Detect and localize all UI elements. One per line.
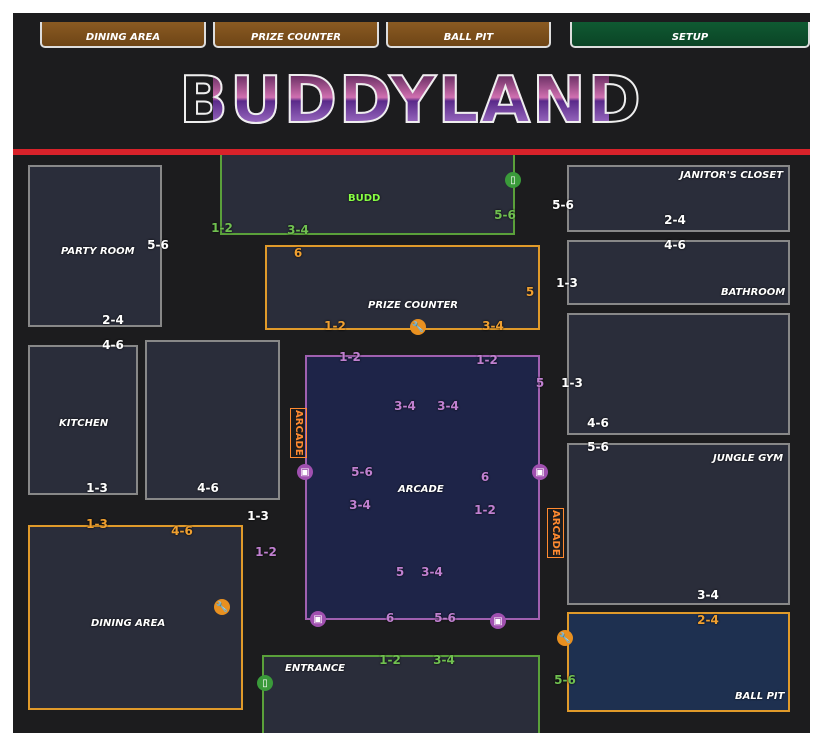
door-badge: 1-2 xyxy=(379,653,401,667)
door-badge: 1-2 xyxy=(211,221,233,235)
door-badge: 3-4 xyxy=(482,319,504,333)
room-kitchen[interactable] xyxy=(28,345,138,495)
door-badge: 1-3 xyxy=(86,481,108,495)
door-badge: 5-6 xyxy=(552,198,574,212)
door-badge: 1-2 xyxy=(476,353,498,367)
door-badge: 4-6 xyxy=(171,524,193,538)
door-badge: 1-2 xyxy=(474,503,496,517)
door-icon: ▯ xyxy=(257,675,273,691)
tab-ball-pit[interactable]: BALL PIT xyxy=(386,22,551,48)
logo: BUDDYLAND xyxy=(178,63,643,139)
door-badge: 5-6 xyxy=(494,208,516,222)
door-badge: 1-3 xyxy=(556,276,578,290)
wrench-icon: 🔧 xyxy=(214,599,230,615)
door-badge: 1-3 xyxy=(561,376,583,390)
room-jungle-gym[interactable] xyxy=(567,443,790,605)
neon-sign: BUDD xyxy=(348,193,381,204)
room-side-room[interactable] xyxy=(567,313,790,435)
door-badge: 5-6 xyxy=(434,611,456,625)
arcade-cabinet-icon: ▣ xyxy=(310,611,326,627)
door-icon: ▯ xyxy=(505,172,521,188)
door-badge: 1-2 xyxy=(339,350,361,364)
door-badge: 6 xyxy=(480,470,490,484)
arcade-cabinet-icon: ▣ xyxy=(297,464,313,480)
door-badge: 2-4 xyxy=(102,313,124,327)
wrench-icon: 🔧 xyxy=(410,319,426,335)
door-badge: 4-6 xyxy=(197,481,219,495)
room-bathroom[interactable] xyxy=(567,240,790,305)
door-badge: 1-2 xyxy=(324,319,346,333)
room-label: DINING AREA xyxy=(91,618,166,629)
room-label: BALL PIT xyxy=(735,691,785,702)
room-label: JANITOR'S CLOSET xyxy=(680,170,784,181)
game-board: DINING AREA PRIZE COUNTER BALL PIT SETUP… xyxy=(13,13,810,733)
door-badge: 3-4 xyxy=(394,399,416,413)
door-badge: 1-3 xyxy=(86,517,108,531)
room-prize-counter[interactable] xyxy=(265,245,540,330)
door-badge: 5-6 xyxy=(554,673,576,687)
door-badge: 3-4 xyxy=(697,588,719,602)
room-top-corridor[interactable] xyxy=(220,155,515,235)
door-badge: 3-4 xyxy=(437,399,459,413)
room-ball-pit[interactable] xyxy=(567,612,790,712)
door-badge: 2-4 xyxy=(697,613,719,627)
tab-setup[interactable]: SETUP xyxy=(570,22,810,48)
door-badge: 1-3 xyxy=(247,509,269,523)
door-badge: 3-4 xyxy=(433,653,455,667)
arcade-sign: ARCADE xyxy=(547,508,564,558)
door-badge: 5-6 xyxy=(351,465,373,479)
room-label: BATHROOM xyxy=(721,287,786,298)
arcade-cabinet-icon: ▣ xyxy=(532,464,548,480)
door-badge: 3-4 xyxy=(349,498,371,512)
door-badge: 5 xyxy=(525,285,535,299)
arcade-sign: ARCADE xyxy=(290,408,307,458)
room-label: JUNGLE GYM xyxy=(713,453,784,464)
room-arcade[interactable] xyxy=(305,355,540,620)
divider xyxy=(13,149,810,155)
door-badge: 6 xyxy=(293,246,303,260)
door-badge: 1-2 xyxy=(255,545,277,559)
arcade-cabinet-icon: ▣ xyxy=(490,613,506,629)
room-label: PRIZE COUNTER xyxy=(368,300,458,311)
room-party-room[interactable] xyxy=(28,165,162,327)
door-badge: 5-6 xyxy=(587,440,609,454)
room-janitors-closet[interactable] xyxy=(567,165,790,232)
door-badge: 5-6 xyxy=(147,238,169,252)
room-label: ARCADE xyxy=(398,484,444,495)
room-left-corridor[interactable] xyxy=(145,340,280,500)
tab-prize-counter[interactable]: PRIZE COUNTER xyxy=(213,22,379,48)
room-label: PARTY ROOM xyxy=(61,246,135,257)
tab-dining-area[interactable]: DINING AREA xyxy=(40,22,206,48)
door-badge: 6 xyxy=(385,611,395,625)
door-badge: 5 xyxy=(535,376,545,390)
door-badge: 3-4 xyxy=(287,223,309,237)
door-badge: 4-6 xyxy=(664,238,686,252)
room-label: ENTRANCE xyxy=(285,663,345,674)
room-label: KITCHEN xyxy=(59,418,109,429)
door-badge: 2-4 xyxy=(664,213,686,227)
room-entrance[interactable] xyxy=(262,655,540,733)
door-badge: 3-4 xyxy=(421,565,443,579)
door-badge: 4-6 xyxy=(587,416,609,430)
wrench-icon: 🔧 xyxy=(557,630,573,646)
door-badge: 5 xyxy=(395,565,405,579)
door-badge: 4-6 xyxy=(102,338,124,352)
room-dining-area[interactable] xyxy=(28,525,243,710)
